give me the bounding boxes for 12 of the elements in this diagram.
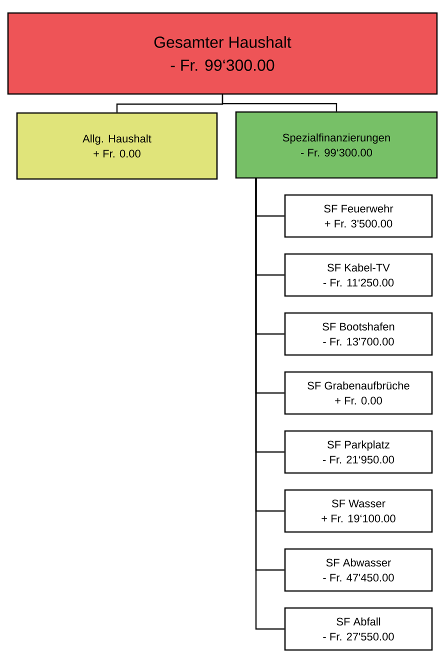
budget-box: SF Abwasser - Fr. 47'450.00 — [284, 548, 433, 592]
budget-box: Spezialfinanzierungen - Fr. 99‘300.00 — [235, 111, 438, 179]
budget-box: SF Kabel-TV - Fr. 11‘250.00 — [284, 253, 433, 297]
budget-box: SF Abfall - Fr. 27'550.00 — [284, 607, 433, 651]
budget-box: SF Grabenaufbrüche + Fr. 0.00 — [284, 371, 433, 415]
budget-box: SF Feuerwehr + Fr. 3'500.00 — [284, 194, 433, 238]
connector-line — [222, 94, 338, 112]
budget-box: Allg. Haushalt + Fr. 0.00 — [16, 112, 218, 180]
budget-box: SF Bootshafen - Fr. 13'700.00 — [284, 312, 433, 356]
budget-box: SF Wasser + Fr. 19‘100.00 — [284, 489, 433, 533]
budget-box: Gesamter Haushalt - Fr. 99‘300.00 — [7, 12, 438, 95]
budget-box: SF Parkplatz - Fr. 21‘950.00 — [284, 430, 433, 474]
